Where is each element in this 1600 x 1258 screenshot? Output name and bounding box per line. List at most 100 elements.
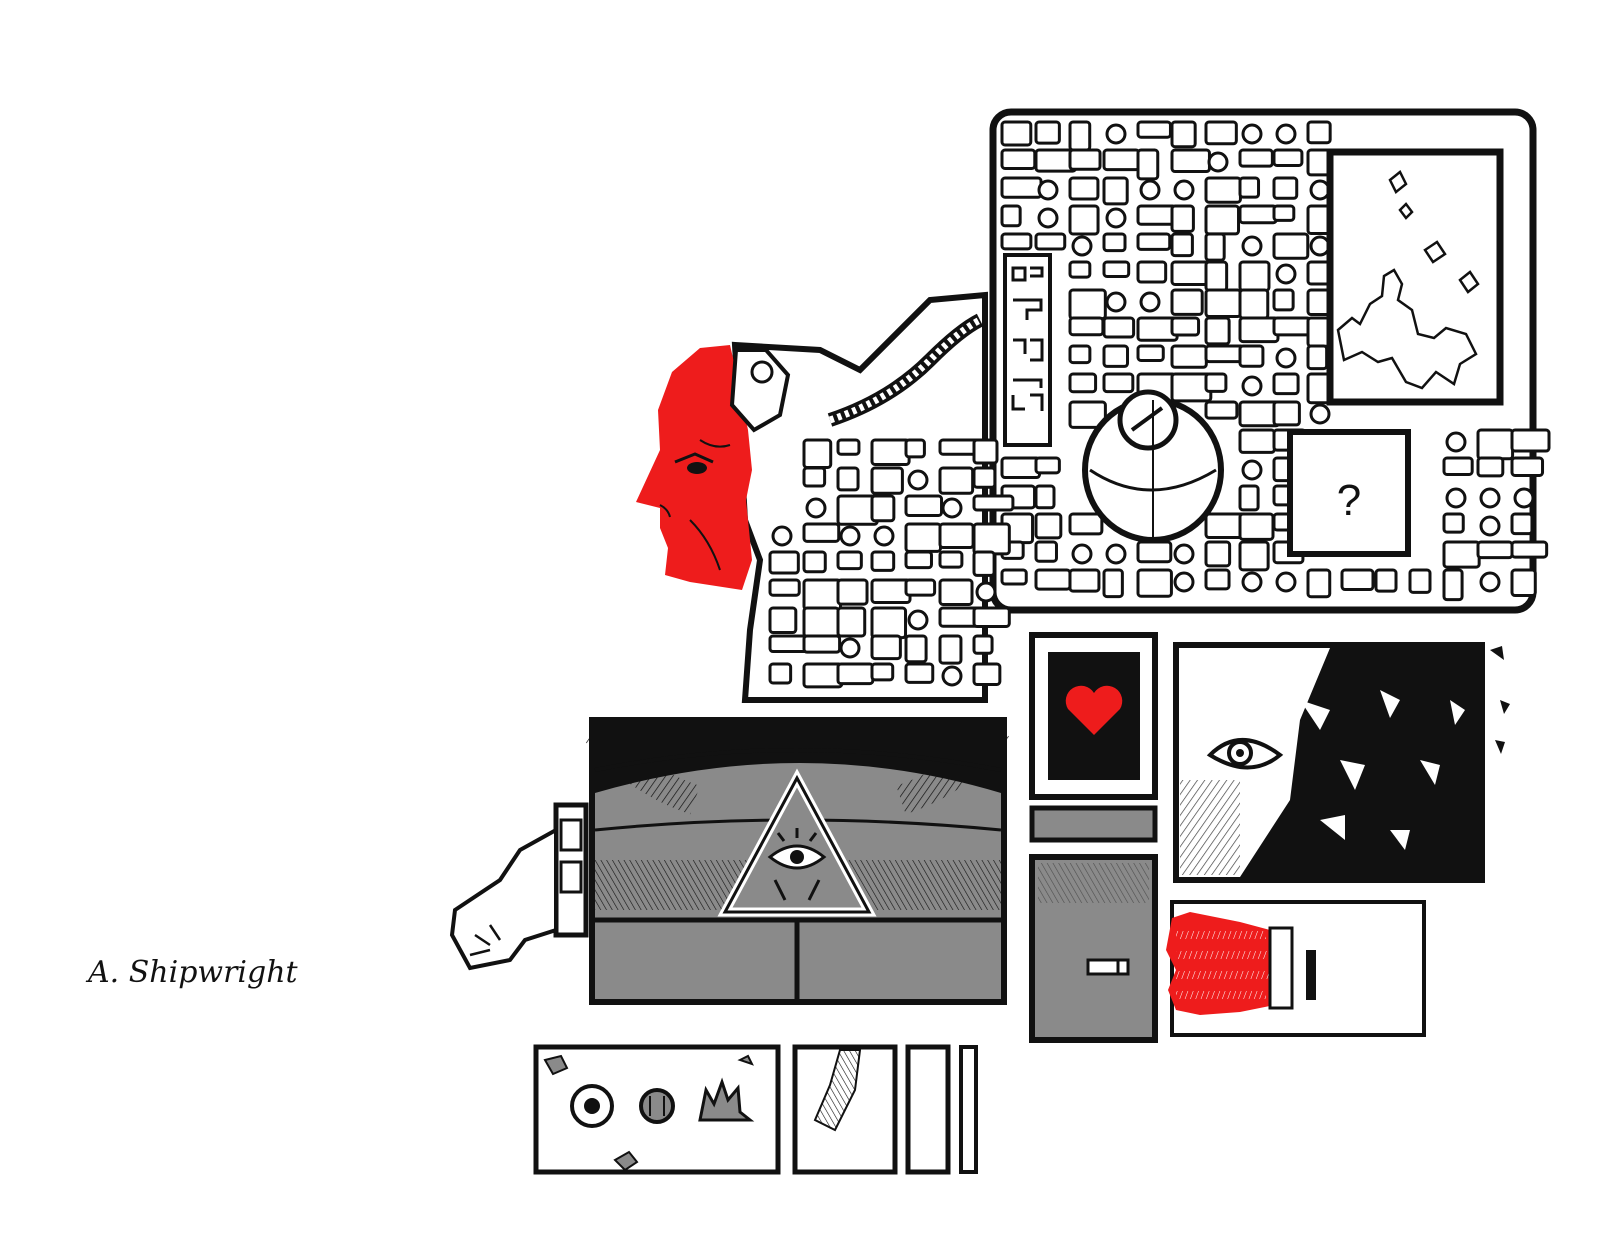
machine-part [1068, 120, 1092, 152]
machine-part [768, 606, 798, 635]
machine-part [1204, 260, 1229, 292]
machine-part [1510, 428, 1551, 453]
machine-part [1204, 232, 1226, 262]
machine-part [1510, 540, 1549, 559]
machine-part [1000, 120, 1033, 147]
machine-parts [1000, 120, 1551, 602]
machine-part [1442, 540, 1481, 569]
body-machine-parts [768, 438, 1015, 689]
machine-part [1275, 571, 1297, 593]
machine-part [1479, 487, 1501, 509]
machine-part [1000, 176, 1043, 199]
machine-part [1275, 347, 1297, 369]
machine-part [1139, 291, 1161, 313]
machine-part [1445, 431, 1467, 453]
machine-part [802, 466, 827, 488]
machine-part [1102, 344, 1130, 368]
machine-part [972, 550, 996, 577]
machine-part [1204, 120, 1238, 146]
machine-part [1306, 344, 1329, 371]
cyborg-figure [636, 291, 1015, 703]
machine-part [972, 466, 997, 489]
machine-part [1272, 316, 1312, 337]
machine-part [1204, 372, 1228, 393]
machine-part [1204, 344, 1246, 364]
machine-part [1309, 179, 1331, 201]
machine-part [1340, 568, 1375, 592]
machine-part [1034, 540, 1058, 563]
machine-part [870, 578, 912, 604]
heart-icon [1065, 685, 1123, 735]
machine-part [870, 662, 895, 682]
machine-part [1306, 568, 1332, 599]
machine-part [1238, 428, 1276, 454]
machine-part [938, 466, 975, 495]
machine-part [1408, 568, 1432, 594]
machine-part [907, 609, 929, 631]
machine-part [1442, 568, 1464, 602]
machine-part [1272, 232, 1310, 260]
machine-part [1272, 148, 1304, 167]
machine-part [870, 606, 908, 640]
machine-part [870, 438, 911, 466]
machine-part [941, 665, 963, 687]
machine-part [1238, 148, 1274, 168]
machine-part [1136, 540, 1173, 564]
machine-part [1272, 400, 1301, 427]
machine-part [1241, 459, 1263, 481]
machine-part [1442, 512, 1465, 534]
machine-part [1510, 456, 1545, 477]
machine-part [1241, 235, 1263, 257]
machine-part [802, 606, 841, 639]
machine-part [1272, 176, 1299, 200]
machine-part [1170, 344, 1208, 369]
machine-part [768, 662, 793, 685]
machine-part [1000, 204, 1022, 228]
machine-part [1445, 487, 1467, 509]
machine-part [768, 578, 801, 597]
machine-part [1241, 571, 1263, 593]
machine-part [1068, 204, 1100, 236]
machine-part [904, 662, 935, 684]
bottom-strip [533, 1044, 978, 1175]
signature-text: A. Shipwright [85, 955, 299, 990]
machine-part [1238, 512, 1275, 541]
machine-part [1068, 148, 1102, 171]
machine-part [938, 578, 974, 606]
machine-part [768, 550, 800, 575]
artist-signature: A. Shipwright [85, 955, 299, 990]
machine-part [1068, 400, 1107, 429]
triangle-eye-panel [583, 717, 1013, 1005]
machine-part [802, 662, 844, 689]
machine-part [1105, 207, 1127, 229]
machine-part [1170, 120, 1197, 149]
machine-part [1136, 232, 1172, 251]
machine-part [1105, 291, 1127, 313]
machine-part [1241, 123, 1263, 145]
machine-part [1102, 316, 1136, 339]
machine-part [1374, 568, 1398, 593]
machine-part [1238, 540, 1270, 572]
machine-part [870, 466, 904, 495]
machine-part [802, 578, 842, 611]
machine-part [904, 522, 943, 553]
machine-part [1068, 512, 1104, 536]
machine-part [1034, 568, 1072, 591]
machine-part [972, 662, 1002, 686]
machine-part [1068, 372, 1098, 394]
machine-part [1238, 484, 1260, 512]
machine-part [1238, 288, 1270, 320]
machine-part [1309, 235, 1331, 257]
machine-part [1204, 540, 1232, 568]
machine-part [802, 634, 842, 654]
machine-part [771, 525, 793, 547]
machine-part [873, 525, 895, 547]
machine-part [938, 634, 963, 665]
machine-part [1136, 260, 1168, 284]
machine-part [1204, 176, 1242, 204]
red-hand-panel [1166, 900, 1426, 1037]
machine-part [1034, 120, 1061, 145]
machine-part [1071, 235, 1093, 257]
machine-dome [1082, 389, 1224, 543]
machine-part [870, 634, 902, 661]
